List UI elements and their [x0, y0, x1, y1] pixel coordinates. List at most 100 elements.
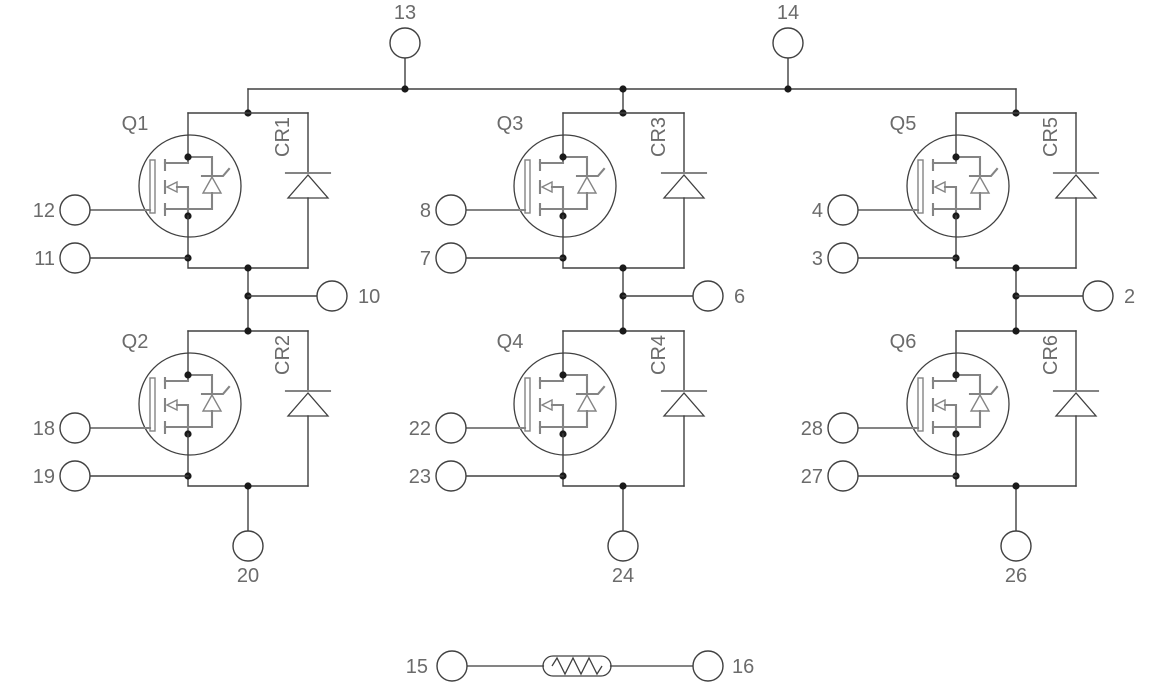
- pin-number: 2: [1124, 286, 1135, 308]
- diode-CR3: [660, 112, 708, 269]
- diode-CR2: [284, 330, 332, 487]
- zener-branch: [561, 155, 589, 178]
- source-wire: [187, 215, 309, 269]
- diode-label: CR1: [272, 117, 294, 157]
- diode-label: CR5: [1040, 117, 1062, 157]
- pin-number: 26: [1005, 565, 1027, 587]
- thermistor-zigzag: [551, 656, 603, 676]
- pin-number: 16: [732, 656, 754, 678]
- diode-triangle: [662, 174, 706, 199]
- gate-plate: [524, 377, 531, 432]
- pin-number: 4: [812, 200, 823, 222]
- body-lead: [550, 185, 565, 218]
- pin-number: 3: [812, 248, 823, 270]
- thermistor-body: [542, 655, 612, 677]
- pin-19-terminal: [59, 460, 91, 492]
- pin-number: 12: [33, 200, 55, 222]
- transistor-Q5: [906, 112, 1010, 238]
- zener-branch: [561, 373, 589, 396]
- transistor-label: Q2: [122, 331, 149, 353]
- pin-18-terminal: [59, 412, 91, 444]
- pin-12-terminal: [59, 194, 91, 226]
- body-arrow: [165, 180, 178, 194]
- bus-junction: [619, 85, 627, 93]
- pin-number: 6: [734, 286, 745, 308]
- pin-number: 28: [801, 418, 823, 440]
- pin-number: 11: [34, 248, 55, 270]
- diode-CR5: [1052, 112, 1100, 269]
- transistor-Q6: [906, 330, 1010, 456]
- body-lead: [175, 403, 190, 436]
- zener-triangle: [576, 393, 598, 412]
- phase-junction: [244, 264, 252, 272]
- pin-8-terminal: [435, 194, 467, 226]
- pin-28-terminal: [827, 412, 859, 444]
- pin-27-terminal: [827, 460, 859, 492]
- pin-10-terminal: [316, 280, 348, 312]
- source-wire: [562, 215, 685, 269]
- zener-branch: [561, 409, 589, 429]
- bottom-junction: [1012, 482, 1020, 490]
- phase-junction: [1012, 327, 1020, 335]
- source-wire: [955, 433, 1077, 487]
- zener-branch: [954, 409, 982, 429]
- diode-triangle: [662, 392, 706, 417]
- drain-junction: [184, 153, 192, 161]
- gate-plate: [917, 159, 924, 214]
- zener-cathode-bar: [575, 167, 606, 178]
- gate-plate: [149, 377, 156, 432]
- zener-cathode-bar: [200, 167, 231, 178]
- diode-label: CR6: [1040, 335, 1062, 375]
- pin-22-terminal: [435, 412, 467, 444]
- transistor-label: Q1: [122, 113, 149, 135]
- diode-label: CR2: [272, 335, 294, 375]
- gate-plate: [917, 377, 924, 432]
- pin-number: 20: [237, 565, 259, 587]
- pin-20-terminal: [232, 530, 264, 562]
- transistor-label: Q3: [497, 113, 524, 135]
- diode-triangle: [286, 392, 330, 417]
- transistor-Q3: [513, 112, 617, 238]
- zener-branch: [186, 191, 214, 211]
- pin-number: 19: [33, 466, 55, 488]
- pin-16-terminal: [692, 650, 724, 682]
- transistor-label: Q4: [497, 331, 524, 353]
- pin-13-terminal: [389, 27, 421, 59]
- half-bridge-cell: Q1 CR1 12 11: [33, 112, 332, 274]
- gate-plate: [149, 159, 156, 214]
- drain-junction: [559, 153, 567, 161]
- body-lead: [175, 185, 190, 218]
- pin-number: 18: [33, 418, 55, 440]
- zener-cathode-bar: [575, 385, 606, 396]
- drain-junction: [952, 153, 960, 161]
- pin-23-terminal: [435, 460, 467, 492]
- transistor-body-circle: [513, 134, 617, 238]
- bottom-junction: [619, 482, 627, 490]
- pin-14-terminal: [772, 27, 804, 59]
- pin-6-terminal: [692, 280, 724, 312]
- diode-label: CR3: [648, 117, 670, 157]
- half-bridge-cell: Q2 CR2 18 19: [33, 330, 332, 492]
- phase-junction: [619, 327, 627, 335]
- phase-junction: [619, 264, 627, 272]
- diode-CR6: [1052, 330, 1100, 487]
- pin-number: 24: [612, 565, 634, 587]
- pin-11-terminal: [59, 242, 91, 274]
- pin-number: 23: [409, 466, 431, 488]
- transistor-Q4: [513, 330, 617, 456]
- body-arrow: [165, 398, 178, 412]
- source-wire: [562, 433, 685, 487]
- diode-triangle: [286, 174, 330, 199]
- diode-CR1: [284, 112, 332, 269]
- zener-branch: [186, 155, 214, 178]
- body-arrow: [540, 398, 553, 412]
- zener-triangle: [201, 393, 223, 412]
